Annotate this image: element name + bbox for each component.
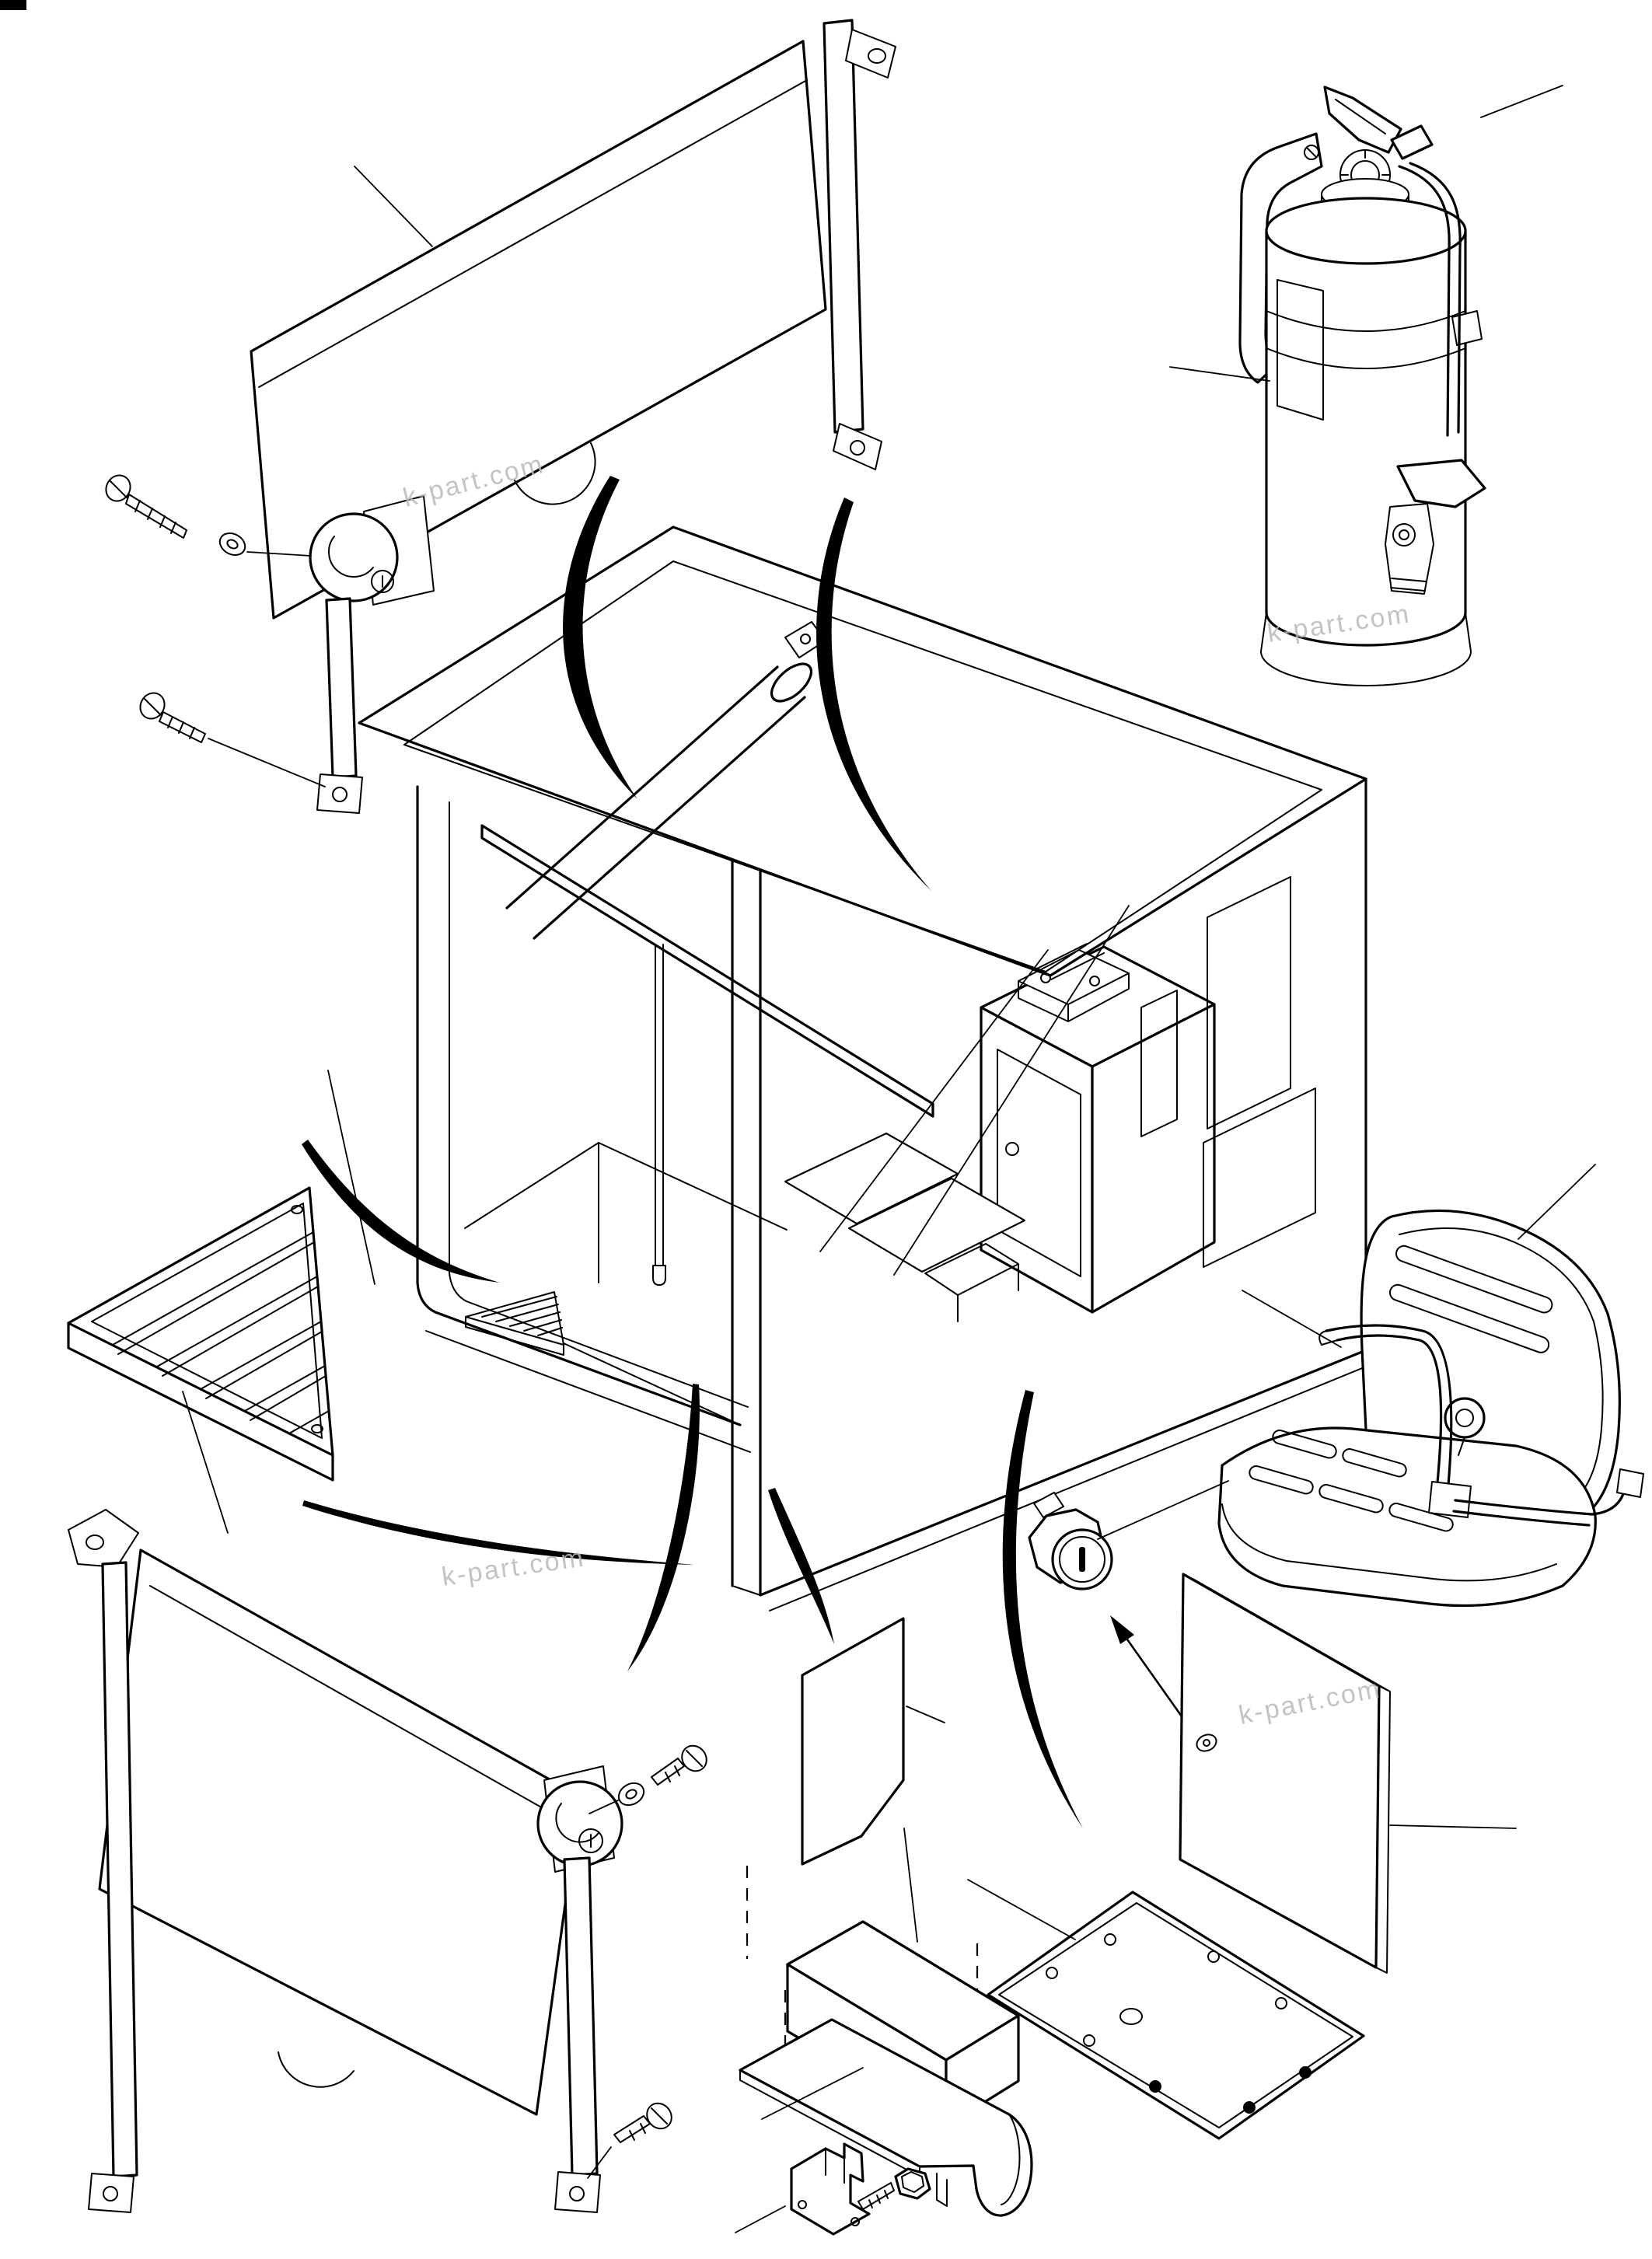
page-corner-mark	[0, 0, 26, 10]
backrest-slot	[1388, 1283, 1550, 1353]
cab-rear-window	[1207, 876, 1291, 1130]
cab-roof-inner	[403, 560, 1322, 972]
blind-roller-bracket	[536, 1780, 623, 1867]
callout-line-rear-blind	[182, 1391, 229, 1534]
swoosh-arrow	[816, 498, 931, 891]
panel-hole	[1196, 1734, 1217, 1752]
callout-line-extinguisher	[1480, 85, 1563, 118]
bent-step-plate	[739, 2018, 1033, 2217]
hex-bolt	[857, 2167, 931, 2210]
belt-buckle	[1428, 1481, 1472, 1518]
cab-interior-floor-line	[563, 1342, 741, 1426]
lock-cylinder	[1028, 1480, 1229, 1737]
callout-line-interior-step	[819, 949, 1049, 1252]
blind-roller-bracket	[309, 512, 399, 602]
callout-line-seat-belt	[1242, 1290, 1342, 1348]
hose	[1398, 162, 1462, 437]
cab-wall-slot	[1140, 990, 1178, 1137]
alignment-dashed-lines	[746, 1866, 1014, 2091]
blind-fabric-sag	[514, 442, 596, 505]
blind-left-rail	[68, 1509, 139, 2213]
blind-roller	[258, 79, 808, 388]
belt-end-tab	[1616, 1468, 1644, 1498]
blind-roller	[149, 1585, 579, 1829]
cab-interior-backwall-line	[464, 1142, 788, 1231]
washer	[617, 1782, 645, 1807]
squeeze-lever	[1396, 459, 1486, 508]
washer	[218, 532, 246, 556]
tank-body	[1265, 229, 1467, 647]
mounting-screw-bottom	[139, 692, 326, 787]
callout-line-floor-plate	[967, 1879, 1076, 1940]
operator-seat	[1217, 1164, 1644, 1608]
cab-wall-lower-opening	[1203, 1088, 1316, 1268]
swoosh-arrow	[768, 1488, 834, 1644]
mounting-screw-top	[105, 474, 312, 557]
fire-extinguisher	[1169, 85, 1563, 686]
cab-frame	[358, 525, 1367, 1611]
seat-pan-slot	[1388, 1503, 1454, 1532]
install-swoosh-arrows	[302, 476, 1083, 1828]
door-latch-hole	[1005, 1142, 1019, 1156]
floor-sheet	[801, 1617, 945, 1866]
seat-platform-box	[980, 943, 1216, 1314]
swoosh-arrow	[302, 1140, 500, 1283]
strap-pull-handle	[652, 1265, 666, 1286]
triangle-step-plate	[67, 1070, 375, 1482]
blind-right-rail	[536, 1765, 623, 2213]
callout-line-seat	[1518, 1164, 1596, 1240]
callout-line-interior-step-2	[893, 905, 1130, 1276]
clamp-bracket	[790, 2142, 871, 2236]
swoosh-arrow	[627, 1384, 700, 1671]
plate-slot-hole	[1119, 2008, 1143, 2025]
blind-fabric-sag	[278, 2051, 354, 2088]
blind-tube-end-cap	[770, 662, 813, 703]
seat-pan	[1217, 1426, 1597, 1608]
blind-pull-strap	[655, 944, 664, 1266]
backrest-slot	[1395, 1245, 1553, 1314]
swoosh-arrow	[563, 476, 637, 799]
cab-left-pillar	[416, 785, 742, 1426]
installed-triangle-step	[465, 1291, 564, 1356]
discharge-horn	[1323, 86, 1402, 154]
blind-fabric-panel	[98, 1548, 582, 2116]
callout-line-step-plate	[903, 1828, 918, 1943]
step-support-bracket	[924, 1243, 1019, 1322]
cab-roof-outline	[358, 525, 1367, 977]
cab-inner-blind	[480, 621, 934, 1286]
cab-base-lower-line	[425, 1330, 751, 1453]
platform-door	[997, 1049, 1081, 1277]
retainer-strap	[1266, 310, 1466, 369]
swoosh-arrow	[1002, 1390, 1083, 1828]
step-assembly	[735, 1828, 1033, 2236]
seat-pan-slot	[1342, 1448, 1407, 1478]
keyway	[1079, 1547, 1085, 1572]
mounting-screw-bottom	[587, 2102, 672, 2179]
seat-belt	[1318, 1324, 1644, 1527]
callout-line-right-panel	[1389, 1824, 1517, 1829]
blind-fabric-panel	[250, 40, 827, 620]
callout-line-front-blind	[354, 166, 433, 247]
blind-bottom-slat	[480, 824, 934, 1118]
callout-line-extinguisher-2	[1169, 366, 1270, 382]
callout-line-triangle-plate	[327, 1070, 375, 1285]
blind-left-rail	[309, 495, 435, 814]
blind-right-rail	[823, 19, 896, 470]
right-panel-sheet	[1179, 1573, 1517, 1974]
seat-pan-slot	[1272, 1430, 1337, 1459]
callout-line-floor-sheet	[906, 1706, 945, 1723]
callout-line-lock	[1097, 1480, 1229, 1540]
tank-skirt	[1260, 612, 1472, 686]
mounting-screw-right	[589, 1744, 707, 1814]
seat-pan-slot	[1318, 1484, 1384, 1514]
sun-blind-front	[105, 19, 896, 814]
callout-line-bent-plate	[761, 2067, 864, 2120]
sun-blind-rear	[68, 1391, 707, 2213]
seat-pan-slot	[1249, 1465, 1314, 1495]
floor-plate	[967, 1879, 1365, 2140]
tank-label	[1277, 279, 1324, 421]
lock-tab	[1033, 1492, 1064, 1518]
callout-line-bracket	[735, 2205, 786, 2233]
